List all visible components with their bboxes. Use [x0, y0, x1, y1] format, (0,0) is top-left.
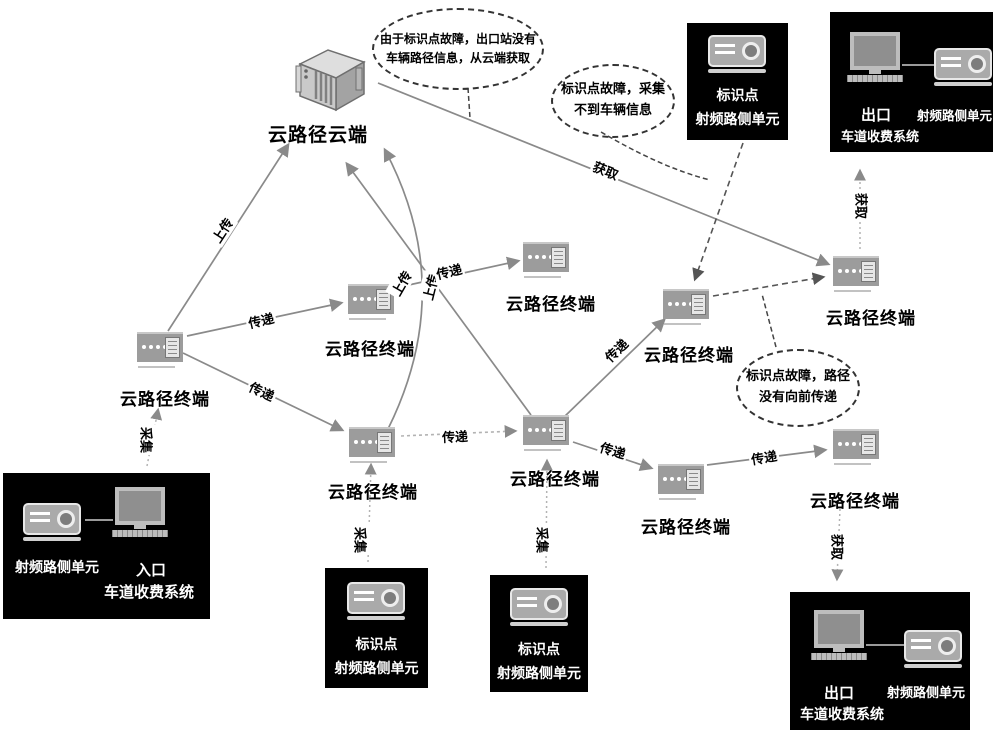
- entrance-system-label-line1: 入口: [135, 561, 166, 579]
- terminal-device-icon-mid-top: [523, 242, 569, 278]
- terminal-label-right: 云路径终端: [826, 309, 916, 329]
- exit-toll-station-box-bottom: 出口 车道收费系统 射频路侧单元: [790, 592, 970, 730]
- rfid-reader-icon: [904, 630, 962, 668]
- callout-a1-line2: 车辆路径信息，从云端获取: [385, 51, 530, 65]
- callout-line-a2: [600, 131, 711, 181]
- terminal-device-icon-bottom-right: [833, 429, 879, 465]
- terminal-device-icon-bottom-right-mid: [658, 464, 704, 500]
- terminal-label-right-mid: 云路径终端: [644, 346, 734, 366]
- entrance-toll-station-box: 射频路侧单元 入口 车道收费系统: [3, 473, 210, 619]
- terminal-label-mid-left: 云路径终端: [325, 340, 415, 360]
- terminal-label-bottom-right-mid: 云路径终端: [641, 518, 731, 538]
- exit-bottom-system-label-line1: 出口: [823, 684, 854, 702]
- edge-terminalD-to-terminalE: [400, 425, 518, 438]
- callout-line-a1: [467, 87, 471, 119]
- callout-ellipse-cloud-fetch: 由于标识点故障，出口站没有 车辆路径信息，从云端获取: [372, 8, 544, 90]
- callout-a3-line1: 标识点故障，路径: [745, 369, 850, 385]
- edge-label-transfer-de: 传递: [439, 425, 471, 447]
- callout-line-a3: [761, 293, 777, 348]
- computer-monitor-icon: [810, 610, 868, 660]
- marker-top-label-line1: 标识点: [716, 88, 759, 104]
- marker-mid-label-line1: 标识点: [518, 642, 560, 658]
- edge-terminalE-to-terminalF: [562, 318, 666, 419]
- terminal-device-icon-bottom-mid: [523, 415, 569, 451]
- edge-label-collect-marker-left: 采集: [351, 524, 371, 556]
- terminal-label-mid-top: 云路径终端: [506, 295, 596, 315]
- terminal-device-icon-right: [833, 256, 879, 292]
- terminal-label-bottom-left: 云路径终端: [328, 483, 418, 503]
- callout-ellipse-collect-fail: 标识点故障，采集 不到车辆信息: [551, 64, 675, 138]
- exit-toll-station-box-top: 出口 车道收费系统 射频路侧单元: [830, 12, 993, 152]
- marker-top-label-line2: 射频路侧单元: [695, 112, 780, 128]
- edge-label-fetch-g-exit: 获取: [852, 190, 872, 222]
- rfid-reader-icon: [708, 35, 766, 73]
- terminal-device-icon-left: [137, 332, 183, 368]
- terminal-label-bottom-right: 云路径终端: [810, 492, 900, 512]
- computer-monitor-icon: [111, 487, 169, 537]
- exit-top-system-label-line2: 车道收费系统: [840, 130, 919, 145]
- callout-a3-line2: 没有向前传递: [758, 390, 837, 405]
- callout-a2-line2: 不到车辆信息: [573, 103, 652, 118]
- rfid-reader-icon: [23, 503, 81, 541]
- callout-a2-line1: 标识点故障，采集: [560, 82, 665, 98]
- entrance-rfid-label: 射频路侧单元: [15, 560, 99, 576]
- edge-label-fetch-i-exit: 获取: [828, 531, 848, 563]
- marker-left-label-line2: 射频路侧单元: [334, 661, 419, 677]
- exit-bottom-rfid-label: 射频路侧单元: [886, 686, 965, 701]
- marker-point-rfid-box-left: 标识点 射频路侧单元: [325, 568, 428, 688]
- exit-top-system-label-line1: 出口: [860, 106, 891, 124]
- computer-monitor-icon: [846, 32, 904, 82]
- edge-label-collect-marker-mid: 采集: [533, 524, 553, 556]
- terminal-label-left: 云路径终端: [120, 390, 210, 410]
- rfid-reader-icon: [934, 48, 992, 86]
- marker-left-label-line1: 标识点: [355, 637, 398, 653]
- exit-bottom-system-label-line2: 车道收费系统: [800, 707, 884, 723]
- cloud-server-node: [290, 38, 372, 120]
- server-rack-icon: [295, 49, 366, 112]
- exit-top-rfid-label: 射频路侧单元: [916, 108, 992, 123]
- rfid-reader-icon: [510, 588, 568, 626]
- rfid-reader-icon: [347, 582, 405, 620]
- marker-mid-label-line2: 射频路侧单元: [497, 666, 581, 682]
- terminal-device-icon-mid-left: [348, 284, 394, 320]
- marker-point-rfid-box-top: 标识点 射频路侧单元: [687, 23, 788, 140]
- terminal-device-icon-bottom-left: [349, 427, 395, 463]
- terminal-label-bottom-mid: 云路径终端: [510, 470, 600, 490]
- terminal-device-icon-right-mid: [663, 289, 709, 325]
- cloud-server-label: 云路径云端: [268, 124, 369, 146]
- edge-markertop-to-terminalF-dashed: [692, 142, 744, 282]
- edge-terminalF-to-terminalG-dashed: [712, 272, 826, 297]
- entrance-system-label-line2: 车道收费系统: [103, 583, 194, 601]
- callout-ellipse-transfer-fail: 标识点故障，路径 没有向前传递: [736, 349, 860, 427]
- edge-label-collect-entrance: 采集: [137, 424, 157, 456]
- marker-point-rfid-box-mid: 标识点 射频路侧单元: [490, 575, 588, 692]
- callout-a1-line1: 由于标识点故障，出口站没有: [379, 31, 536, 46]
